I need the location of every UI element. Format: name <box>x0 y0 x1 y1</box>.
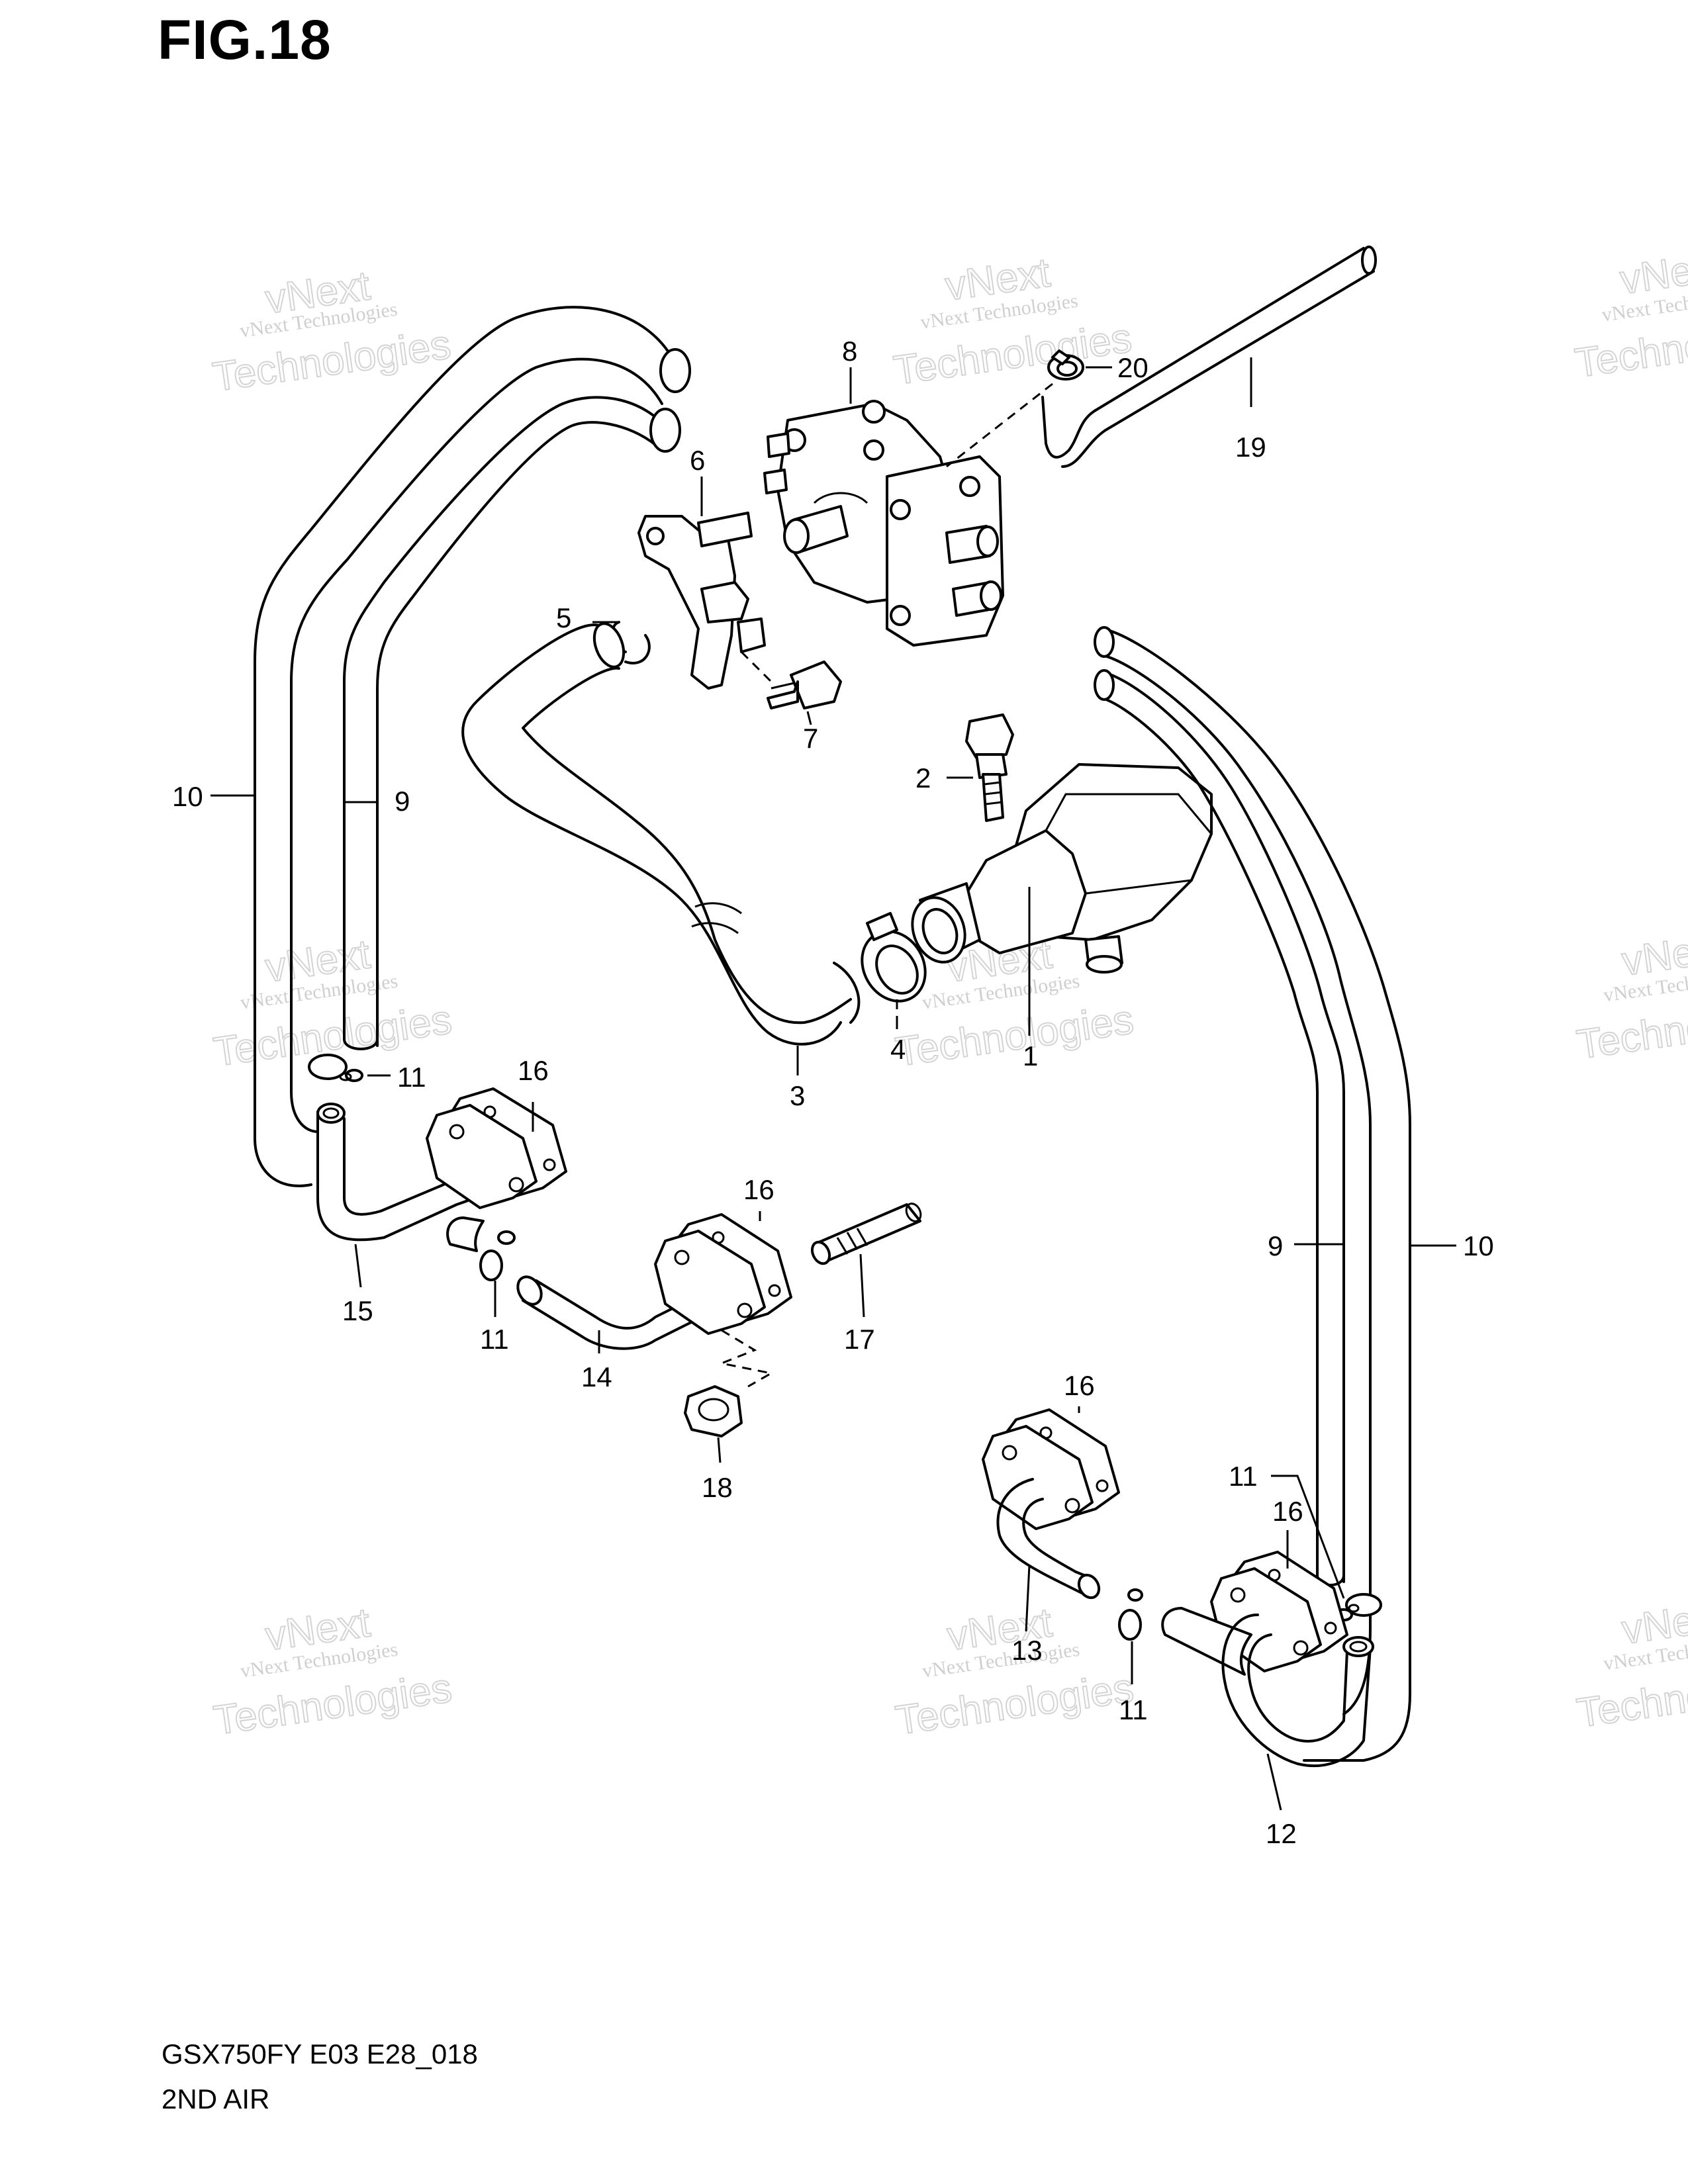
callout-3: 3 <box>790 1080 805 1111</box>
washer-11-mid-left <box>479 1230 516 1281</box>
model-code: GSX750FY E03 E28_018 <box>162 2038 478 2070</box>
hose-19 <box>1041 246 1377 468</box>
figure-title: FIG.18 <box>158 9 332 71</box>
hose-10-left <box>254 306 670 1187</box>
callout-20: 20 <box>1117 352 1149 383</box>
callout-9-right: 9 <box>1268 1230 1283 1261</box>
callout-5: 5 <box>556 602 571 633</box>
filter-case-1 <box>911 763 1213 974</box>
clamp-20 <box>946 349 1084 468</box>
watermark-bottom-left: vNext vNext Technologies Technologies <box>211 1599 455 1744</box>
bolt-2 <box>965 713 1014 822</box>
stud-17 <box>810 1203 922 1265</box>
washer-11-upper-left <box>308 1054 363 1082</box>
callout-9-left: 9 <box>395 786 410 817</box>
callout-6: 6 <box>690 445 705 476</box>
callout-16-center: 16 <box>743 1174 774 1205</box>
callout-14: 14 <box>581 1361 612 1392</box>
pipe-13 <box>996 1478 1101 1600</box>
callout-13: 13 <box>1011 1635 1043 1666</box>
gasket-16-lower-mid <box>982 1408 1120 1530</box>
callout-17: 17 <box>844 1324 875 1355</box>
callout-15: 15 <box>342 1295 373 1326</box>
callout-18: 18 <box>702 1472 733 1503</box>
watermark-bottom-right: vNext vNext Technologies Technologies <box>1573 1593 1688 1737</box>
watermark-top-right: vNext vNext Technologies Technologies <box>1571 243 1688 387</box>
watermark-top-center: vNext vNext Technologies Technologies <box>890 249 1135 394</box>
hose-9-left <box>343 348 691 1050</box>
gasket-16-center <box>654 1213 792 1388</box>
callout-19: 19 <box>1235 432 1266 463</box>
callout-11-upper-left: 11 <box>397 1062 426 1093</box>
section-name: 2ND AIR <box>162 2083 270 2115</box>
nut-18 <box>684 1385 743 1437</box>
watermark-mid-right: vNext vNext Technologies Technologies <box>1573 925 1688 1069</box>
callout-2: 2 <box>915 762 931 794</box>
callout-16-upper-left: 16 <box>518 1055 549 1086</box>
callout-1: 1 <box>1023 1040 1038 1071</box>
gasket-16-upper-left <box>426 1087 567 1209</box>
callout-11-lower-right: 11 <box>1229 1461 1258 1492</box>
callout-16-lower-right: 16 <box>1272 1496 1303 1527</box>
bracket-6 <box>637 512 773 690</box>
pipe-12 <box>1161 1607 1374 1768</box>
callout-12: 12 <box>1266 1818 1297 1849</box>
callout-4: 4 <box>890 1034 906 1065</box>
callout-7: 7 <box>803 723 818 754</box>
watermark-bottom-center: vNext vNext Technologies Technologies <box>892 1599 1137 1744</box>
callout-10-right: 10 <box>1463 1230 1494 1261</box>
leader-lines <box>211 357 1456 1811</box>
callout-8: 8 <box>842 336 857 367</box>
callout-16-lower-mid: 16 <box>1064 1370 1095 1401</box>
callout-11-mid-left: 11 <box>480 1324 509 1355</box>
hose-3 <box>461 622 861 1046</box>
bolt-7 <box>767 660 842 709</box>
reed-valve-8 <box>763 400 1004 647</box>
callout-10-left: 10 <box>172 781 203 812</box>
watermark-mid-left: vNext vNext Technologies Technologies <box>211 931 455 1075</box>
washer-11-lower-mid <box>1118 1588 1143 1641</box>
clamp-4 <box>861 912 927 1003</box>
callout-11-lower-mid: 11 <box>1119 1694 1148 1725</box>
watermark-top-left: vNext vNext Technologies Technologies <box>209 262 454 401</box>
